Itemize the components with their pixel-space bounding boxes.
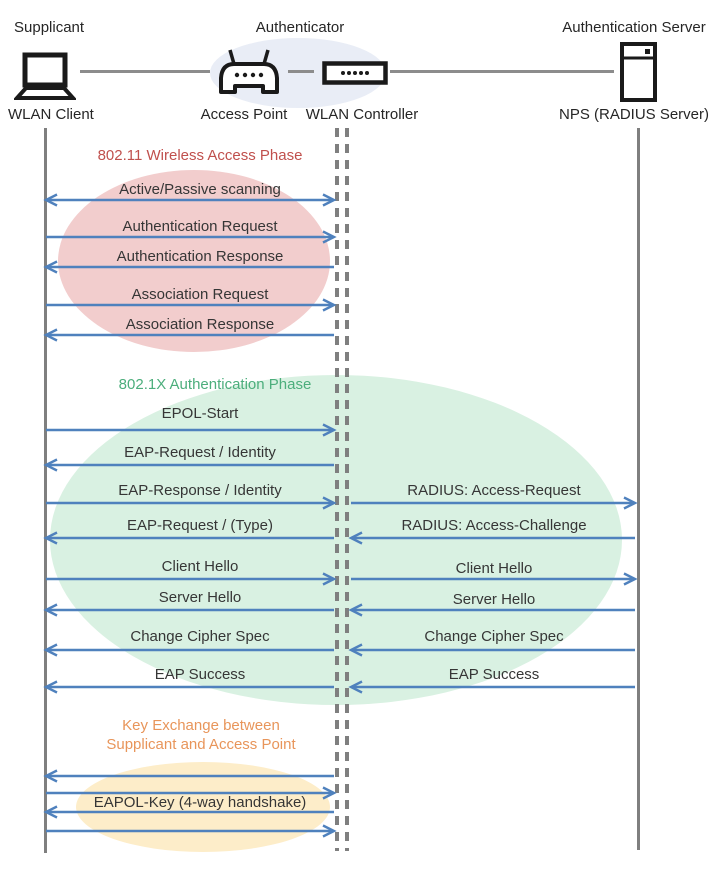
phase-title-8021x-authentication: 802.1X Authentication Phase	[118, 376, 312, 393]
message-arrow	[46, 786, 337, 800]
message-arrow	[46, 496, 337, 510]
actor-role-authenticator: Authenticator	[255, 19, 345, 36]
phase-title-wireless-access: 802.11 Wireless Access Phase	[97, 147, 303, 164]
phase-title-key-exchange: Key Exchange between Supplicant and Acce…	[106, 716, 295, 754]
actor-role-authentication-server: Authentication Server	[562, 19, 706, 36]
actor-device-wlan-client: WLAN Client	[8, 106, 94, 123]
wlan-controller-lifeline	[345, 128, 349, 851]
actor-device-wlan-controller: WLAN Controller	[305, 106, 419, 123]
message-arrow	[46, 824, 337, 838]
server-icon	[620, 42, 657, 107]
message-arrow	[348, 680, 635, 694]
message-label: Change Cipher Spec	[130, 628, 270, 645]
access-point-lifeline	[335, 128, 339, 851]
phase-title-key-exchange-line2: Supplicant and Access Point	[106, 736, 296, 753]
message-arrow	[351, 572, 638, 586]
message-arrow	[348, 643, 635, 657]
message-label: Association Response	[125, 316, 275, 333]
message-arrow	[43, 531, 334, 545]
supplicant-lifeline	[44, 128, 47, 853]
message-label: EAP-Response / Identity	[118, 482, 282, 499]
message-label: Client Hello	[161, 558, 239, 575]
message-label: Association Request	[131, 286, 269, 303]
connector-line	[288, 70, 314, 73]
message-label: Active/Passive scanning	[119, 181, 281, 198]
message-arrow	[46, 298, 337, 312]
message-arrow	[43, 643, 334, 657]
message-arrow	[43, 260, 334, 274]
laptop-icon	[12, 52, 78, 107]
message-arrow	[46, 423, 337, 437]
message-arrow	[348, 531, 635, 545]
message-arrow	[46, 230, 337, 244]
actor-device-nps-radius-server: NPS (RADIUS Server)	[558, 106, 710, 123]
message-label: Change Cipher Spec	[424, 628, 564, 645]
connector-line	[80, 70, 210, 73]
message-label: EAP Success	[154, 666, 246, 683]
phase-title-key-exchange-line1: Key Exchange between	[122, 717, 280, 734]
actor-role-supplicant: Supplicant	[14, 19, 85, 36]
message-arrow	[43, 680, 334, 694]
message-label: EPOL-Start	[161, 405, 239, 422]
message-label: RADIUS: Access-Request	[407, 482, 581, 499]
message-label: Client Hello	[455, 560, 533, 577]
message-label: Authentication Request	[122, 218, 278, 235]
message-arrow	[43, 603, 334, 617]
message-label: EAPOL-Key (4-way handshake)	[93, 794, 307, 811]
message-arrow	[46, 572, 337, 586]
message-label: Server Hello	[158, 589, 242, 606]
message-label: Authentication Response	[116, 248, 284, 265]
message-arrow	[43, 769, 334, 783]
access-point-icon	[218, 48, 280, 99]
wlan-controller-icon	[322, 61, 388, 90]
message-arrow	[348, 603, 635, 617]
message-label: RADIUS: Access-Challenge	[401, 517, 587, 534]
message-arrow	[43, 193, 337, 207]
actor-device-access-point: Access Point	[200, 106, 288, 123]
connector-line	[390, 70, 614, 73]
message-arrow	[43, 805, 334, 819]
message-label: EAP-Request / (Type)	[127, 517, 273, 534]
radius-server-lifeline	[637, 128, 640, 850]
message-label: EAP Success	[448, 666, 540, 683]
message-label: EAP-Request / Identity	[124, 444, 276, 461]
message-arrow	[351, 496, 638, 510]
message-label: Server Hello	[452, 591, 536, 608]
message-arrow	[43, 328, 334, 342]
message-arrow	[43, 458, 334, 472]
